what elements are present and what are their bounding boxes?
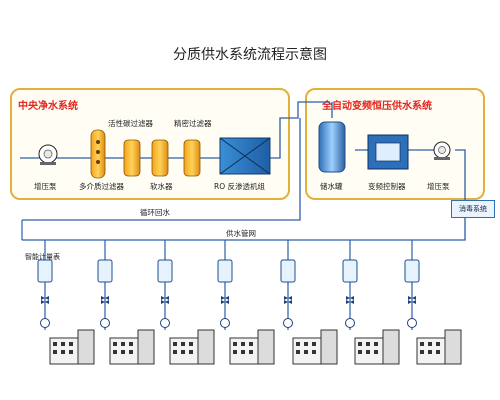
- uv-disinfection-box: 消毒系统: [451, 200, 495, 218]
- diagram-title: 分质供水系统流程示意图: [173, 47, 327, 63]
- label-smart-meter: 智能计量表: [25, 253, 60, 261]
- flow-meter-icons: [40, 318, 417, 328]
- label-precision-filter: 精密过滤器: [174, 119, 212, 128]
- label-multi-media-filter: 多介质过滤器: [79, 182, 124, 191]
- valve-icons: [41, 296, 416, 304]
- booster-pump-left-icon: [38, 144, 58, 165]
- activated-carbon-filter-icon: [123, 139, 141, 177]
- booster-pump-right-icon: [433, 141, 451, 160]
- constant-pressure-title: 全自动变频恒压供水系统: [322, 101, 432, 112]
- central-purification-title: 中央净水系统: [18, 101, 78, 112]
- label-booster-pump-left: 增压泵: [34, 182, 57, 191]
- ro-unit-icon: [219, 137, 271, 175]
- softener-icon: [151, 139, 169, 177]
- label-activated-carbon: 活性碳过滤器: [108, 119, 153, 128]
- vfd-controller-icon: [367, 134, 409, 170]
- label-vfd-controller: 变频控制器: [368, 182, 406, 191]
- label-softener: 软水器: [150, 182, 173, 191]
- label-booster-pump-right: 增压泵: [427, 182, 450, 191]
- building-icons: [49, 329, 462, 365]
- storage-tank-icon: [318, 121, 346, 173]
- label-ro-unit: RO 反渗透机组: [214, 182, 265, 191]
- smart-meter-icons: [37, 259, 420, 283]
- supply-network-pipe: [22, 218, 466, 241]
- circulation-return-pipe: [22, 118, 301, 221]
- multi-media-filter-icon: [90, 129, 106, 179]
- label-supply-network: 供水管网: [226, 229, 256, 238]
- label-storage-tank: 储水罐: [320, 182, 343, 191]
- precision-filter-icon: [183, 139, 201, 177]
- label-circulation-return: 循环回水: [140, 208, 170, 217]
